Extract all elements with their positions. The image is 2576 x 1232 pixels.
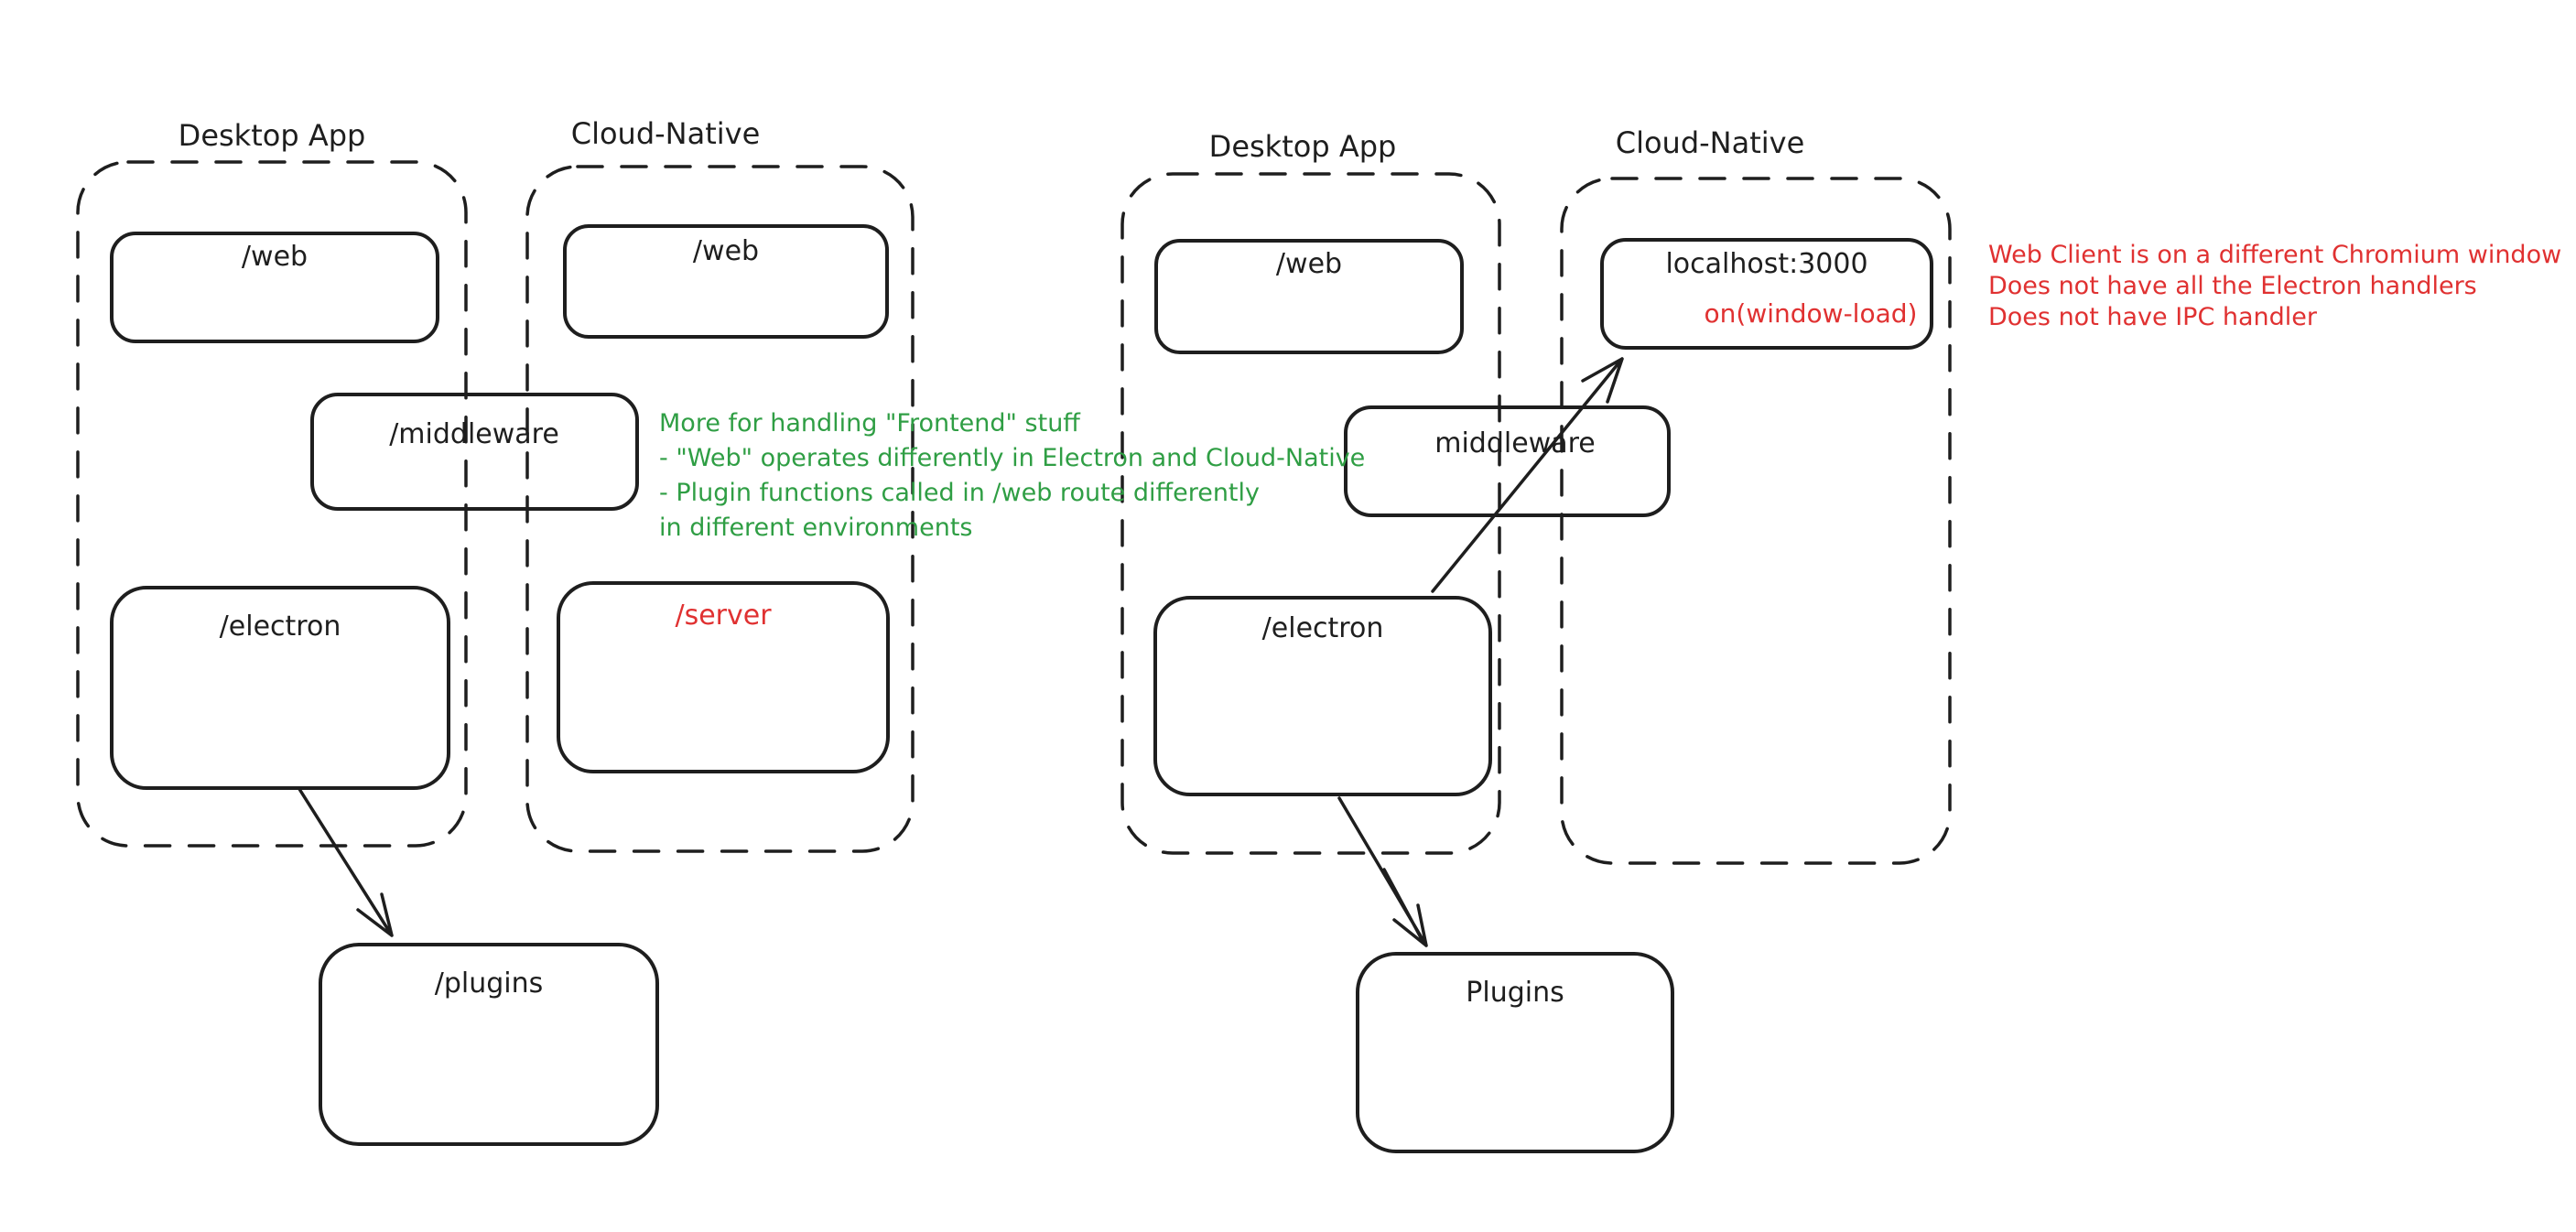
note-green-line-3: - Plugin functions called in /web route … — [659, 479, 1261, 507]
group-title-cloud-native-right: Cloud-Native — [1615, 125, 1805, 160]
note-green-line-1: More for handling "Frontend" stuff — [659, 409, 1080, 438]
container-cloud-native-right — [1560, 177, 1952, 865]
group-title-cloud-native-left: Cloud-Native — [570, 116, 761, 151]
note-red: Web Client is on a different Chromium wi… — [1988, 240, 2561, 333]
box-label-web-cloud-left: /web — [692, 235, 760, 267]
box-middleware-left — [310, 393, 639, 511]
group-title-desktop-app-right: Desktop App — [1208, 129, 1397, 164]
box-label-plugins-right: Plugins — [1466, 977, 1564, 1009]
box-label-web-right: /web — [1275, 248, 1343, 280]
note-green-line-2: - "Web" operates differently in Electron… — [659, 444, 1366, 472]
note-green-line-4: in different environments — [659, 513, 973, 542]
group-title-desktop-app-left: Desktop App — [178, 118, 366, 153]
box-label-web-desktop-left: /web — [241, 241, 308, 273]
note-red-line-1: Web Client is on a different Chromium wi… — [1988, 241, 2562, 269]
note-red-line-3: Does not have IPC handler — [1988, 303, 2318, 331]
box-label-server-left: /server — [675, 600, 772, 632]
box-label-middleware-right: middleware — [1434, 427, 1596, 459]
note-green: More for handling "Frontend" stuff - "We… — [659, 406, 1365, 546]
box-label-electron-left: /electron — [219, 611, 341, 643]
arrow-electron-to-plugins-left — [298, 787, 394, 937]
box-label-localhost-3000: localhost:3000 — [1665, 248, 1868, 280]
box-label-plugins-left: /plugins — [434, 967, 544, 1000]
arrow-electron-to-plugins-right — [1337, 796, 1428, 947]
box-middleware-right — [1344, 405, 1671, 517]
arrow-electron-to-localhost-right — [1431, 357, 1624, 593]
box-label-middleware-left: /middleware — [389, 418, 559, 450]
note-red-line-2: Does not have all the Electron handlers — [1988, 272, 2477, 300]
box-label-electron-right: /electron — [1261, 612, 1384, 644]
box-label-on-window-load: on(window-load) — [1704, 298, 1918, 329]
